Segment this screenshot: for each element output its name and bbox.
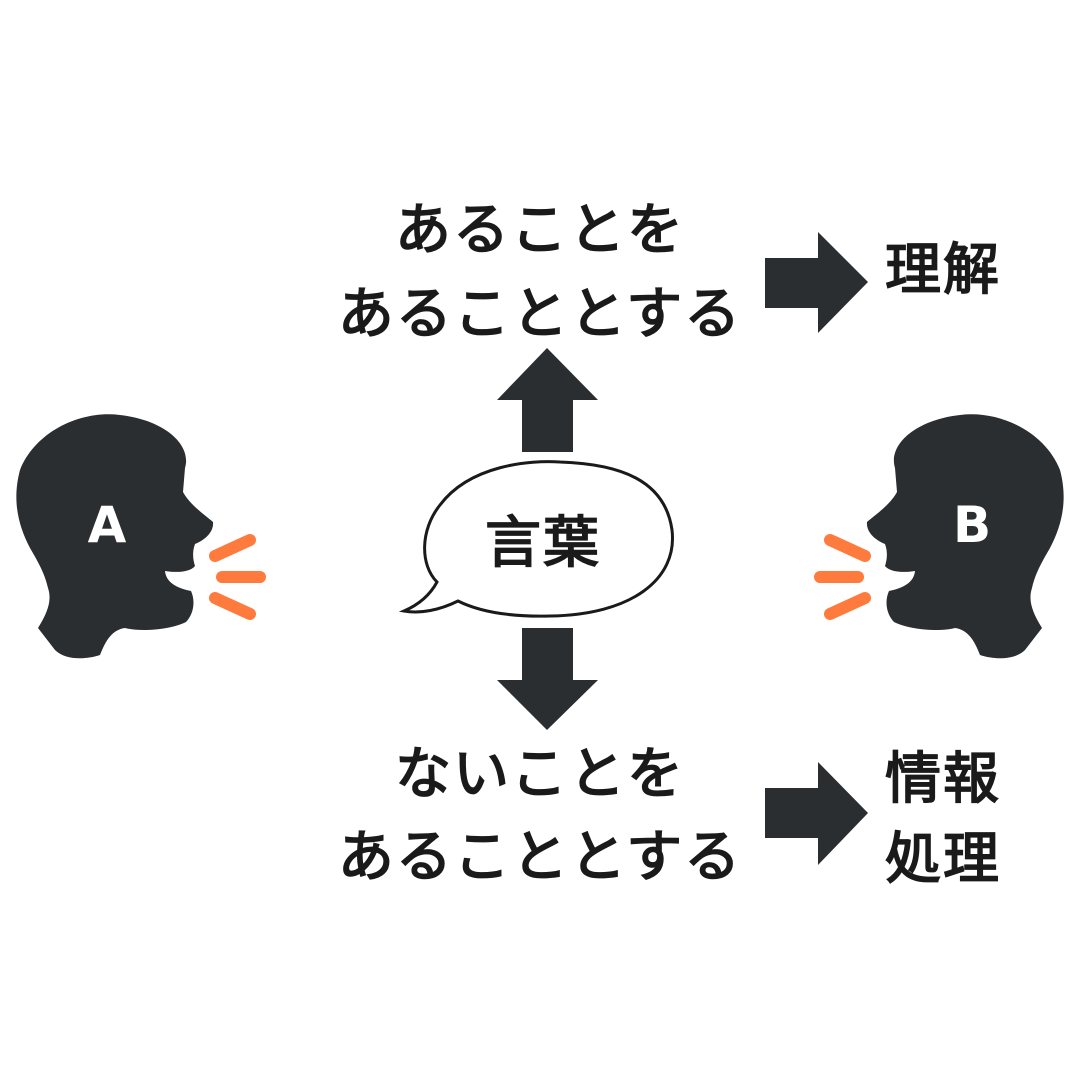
arrow-up bbox=[497, 348, 598, 452]
bottom-result-1: 情報 bbox=[885, 747, 1001, 812]
speech-bubble bbox=[398, 460, 674, 618]
top-result: 理解 bbox=[885, 238, 1001, 303]
sound-mark-a-3 bbox=[209, 592, 256, 620]
head-b-silhouette bbox=[866, 414, 1064, 659]
arrow-right-top bbox=[765, 232, 868, 333]
sound-mark-b-1 bbox=[824, 534, 871, 562]
top-line-1: あることを bbox=[395, 198, 685, 263]
sound-mark-a-1 bbox=[209, 534, 256, 562]
head-a-silhouette bbox=[16, 414, 214, 659]
speaker-a-label: A bbox=[87, 496, 129, 554]
bottom-line-2: あることとする bbox=[337, 825, 743, 890]
bottom-line-1: ないことを bbox=[395, 742, 685, 807]
bubble-text: 言葉 bbox=[485, 511, 601, 576]
arrow-right-bottom bbox=[765, 762, 868, 865]
bottom-result-2: 処理 bbox=[885, 827, 1001, 892]
speaker-b-label: B bbox=[952, 496, 994, 554]
sound-mark-b-3 bbox=[824, 592, 871, 620]
top-line-2: あることとする bbox=[337, 282, 743, 347]
arrow-down bbox=[497, 628, 598, 730]
